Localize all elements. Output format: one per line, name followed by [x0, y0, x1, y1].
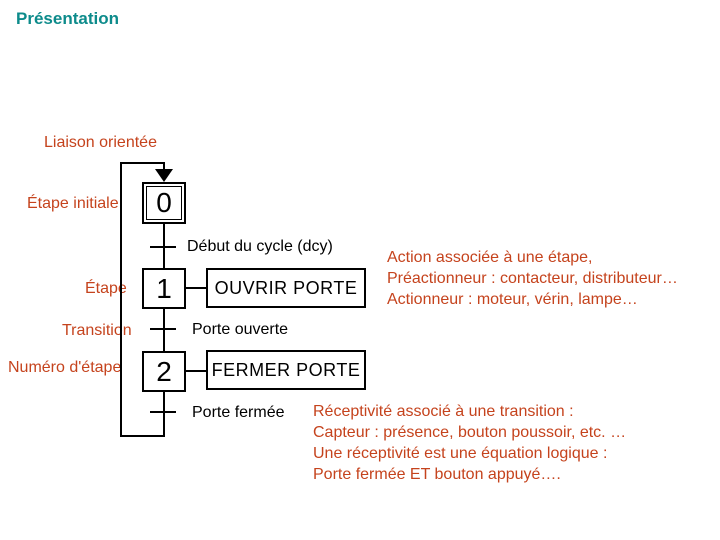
- annotation-receptivite-line-1: Réceptivité associé à une transition :: [313, 403, 574, 420]
- label-liaison-orientee: Liaison orientée: [44, 134, 157, 151]
- label-transition: Transition: [62, 322, 132, 339]
- annotation-receptivite-line-4: Porte fermée ET bouton appuyé….: [313, 466, 561, 483]
- loop-line-bottom: [120, 435, 165, 437]
- arrow-down-icon: [155, 169, 173, 182]
- loop-line-top: [120, 162, 165, 164]
- loop-line-arrow-stub: [163, 162, 165, 170]
- label-etape: Étape: [85, 280, 127, 297]
- loop-line-left: [120, 162, 122, 437]
- step-2-number: 2: [156, 355, 172, 387]
- action-connector-1: [186, 287, 206, 289]
- action-box-2: FERMER PORTE: [206, 350, 366, 390]
- step-2: 2: [142, 351, 186, 392]
- transition-tick-3: [150, 411, 176, 413]
- action-connector-2: [186, 370, 206, 372]
- transition-label-2: Porte ouverte: [192, 321, 289, 338]
- annotation-receptivite-block: Réceptivité associé à une transition : C…: [313, 401, 626, 485]
- action-label-1: OUVRIR PORTE: [214, 277, 358, 298]
- annotation-receptivite-line-2: Capteur : présence, bouton poussoir, etc…: [313, 424, 627, 441]
- step-0-initial: 0: [142, 182, 186, 224]
- annotation-action-line-3: Actionneur : moteur, vérin, lampe…: [387, 291, 638, 308]
- step-1: 1: [142, 268, 186, 309]
- step-0-number: 0: [156, 187, 172, 218]
- label-numero-etape: Numéro d'étape: [8, 359, 122, 376]
- transition-tick-1: [150, 246, 176, 248]
- transition-tick-2: [150, 328, 176, 330]
- spine-2-bottom: [163, 392, 165, 437]
- transition-label-1: Début du cycle (dcy): [187, 238, 333, 255]
- spine-1-2: [163, 309, 165, 351]
- action-box-1: OUVRIR PORTE: [206, 268, 366, 308]
- annotation-action-line-1: Action associée à une étape,: [387, 249, 593, 266]
- step-1-number: 1: [156, 272, 172, 304]
- annotation-action-block: Action associée à une étape, Préactionne…: [387, 247, 678, 310]
- transition-label-3: Porte fermée: [192, 404, 285, 421]
- annotation-action-line-2: Préactionneur : contacteur, distributeur…: [387, 270, 678, 287]
- label-etape-initiale: Étape initiale: [27, 195, 119, 212]
- action-label-2: FERMER PORTE: [211, 359, 361, 380]
- page-title: Présentation: [16, 9, 119, 28]
- step-0-inner-frame: 0: [146, 186, 182, 220]
- annotation-receptivite-line-3: Une réceptivité est une équation logique…: [313, 445, 608, 462]
